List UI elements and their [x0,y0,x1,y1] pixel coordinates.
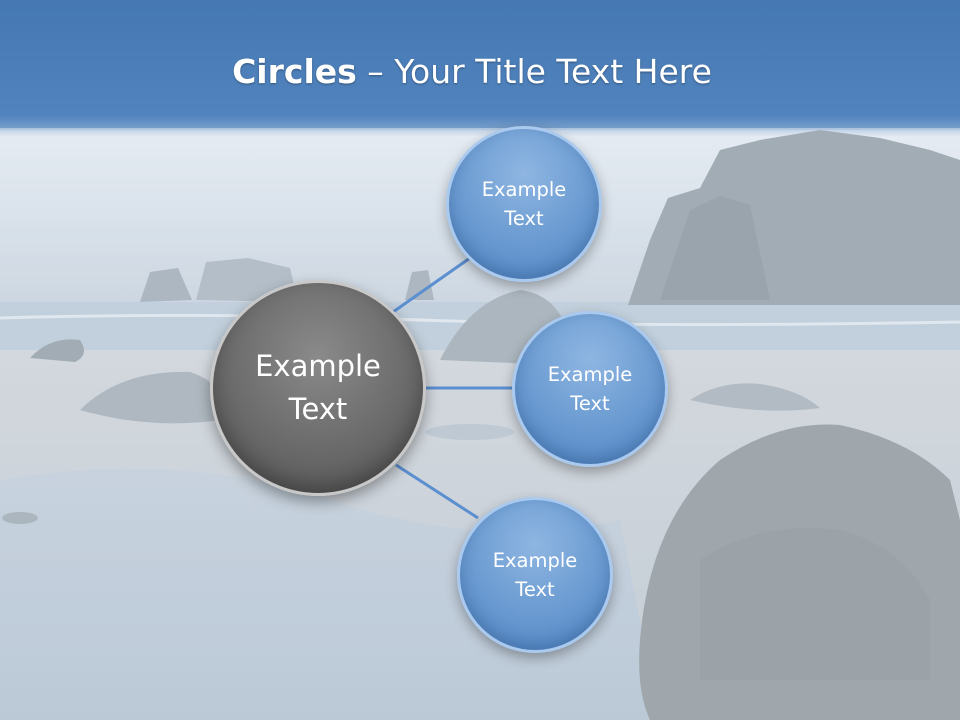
outer-circle-middle-line2: Text [570,392,610,415]
outer-circle-bottom[interactable]: Example Text [457,497,613,653]
slide-title: Circles – Your Title Text Here [0,52,944,91]
outer-circle-top[interactable]: Example Text [446,126,602,282]
outer-circle-top-line2: Text [504,207,544,230]
connector-line-3 [395,463,479,520]
center-circle-line1: Example [255,348,381,383]
center-circle-line2: Text [288,392,348,426]
center-circle[interactable]: Example Text [210,280,426,496]
connector-line-1 [392,256,471,314]
outer-circle-top-line1: Example [481,177,567,201]
title-rest-part: – Your Title Text Here [356,52,712,91]
connector-lines [392,256,514,520]
outer-circle-bottom-line2: Text [515,578,555,601]
outer-circle-middle-line1: Example [547,362,633,386]
outer-circle-middle[interactable]: Example Text [512,311,668,467]
outer-circle-bottom-line1: Example [492,548,578,572]
title-bold-part: Circles [232,52,357,91]
